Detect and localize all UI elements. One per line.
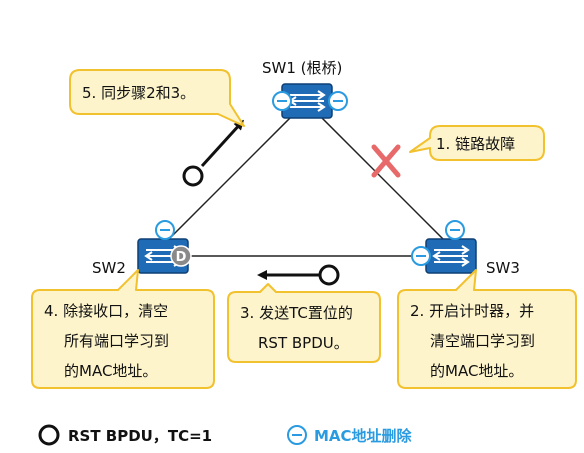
callout-step4: 4. 除接收口，清空 所有端口学习到 的MAC地址。 — [31, 269, 215, 389]
switch-sw2: D SW2 — [92, 220, 192, 277]
arrow-icon — [200, 119, 245, 168]
callout-step3-line-2: RST BPDU。 — [258, 334, 349, 352]
mac-delete-minus-circle-icon — [445, 220, 465, 240]
link-sw1-sw2 — [161, 101, 307, 247]
callout-step4-line-2: 所有端口学习到 — [64, 332, 169, 350]
mac-delete-minus-circle-icon — [328, 91, 348, 111]
legend-bpdu-label: RST BPDU，TC=1 — [68, 427, 212, 445]
callout-step4-line-3: 的MAC地址。 — [64, 362, 157, 380]
callout-step1-line-1: 1. 链路故障 — [436, 135, 515, 153]
callout-step3: 3. 发送TC置位的 RST BPDU。 — [227, 283, 381, 363]
switch-icon — [281, 83, 333, 119]
callout-step3-line-1: 3. 发送TC置位的 — [240, 304, 353, 322]
mac-delete-minus-circle-icon — [411, 246, 431, 266]
links — [161, 101, 451, 257]
switch-sw1: SW1 (根桥) — [262, 59, 348, 119]
callout-step4-line-1: 4. 除接收口，清空 — [44, 302, 168, 320]
designated-port-letter: D — [176, 250, 187, 265]
legend-mac-label: MAC地址删除 — [314, 427, 413, 445]
switch-sw3: SW3 — [411, 220, 520, 277]
callout-step1: 1. 链路故障 — [409, 125, 545, 161]
mac-delete-minus-circle-icon — [272, 91, 292, 111]
callout-step2: 2. 开启计时器，并 清空端口学习到 的MAC地址。 — [397, 269, 577, 389]
callout-step5-line-1: 5. 同步骤2和3。 — [82, 84, 195, 102]
bpdu-flow-sw2-to-sw1 — [182, 119, 245, 187]
callout-step2-line-1: 2. 开启计时器，并 — [410, 302, 534, 320]
callout-step2-line-2: 清空端口学习到 — [430, 332, 535, 350]
bpdu-circle-icon — [182, 165, 204, 187]
mac-delete-minus-circle-icon — [155, 220, 175, 240]
switch-icon — [425, 238, 477, 274]
sw3-label: SW3 — [486, 259, 520, 277]
legend-bpdu-circle-icon — [38, 424, 60, 446]
callout-step2-line-3: 的MAC地址。 — [430, 362, 523, 380]
sw1-label: SW1 (根桥) — [262, 59, 342, 77]
bpdu-flow-sw3-to-sw2 — [257, 264, 340, 286]
callout-step5: 5. 同步骤2和3。 — [69, 69, 245, 127]
designated-port-badge: D — [170, 245, 192, 267]
bpdu-circle-icon — [318, 264, 340, 286]
legend: RST BPDU，TC=1 MAC地址删除 — [38, 424, 413, 446]
link-fault-cross-icon — [371, 144, 401, 178]
sw2-label: SW2 — [92, 259, 126, 277]
legend-minus-circle-icon — [287, 425, 307, 445]
